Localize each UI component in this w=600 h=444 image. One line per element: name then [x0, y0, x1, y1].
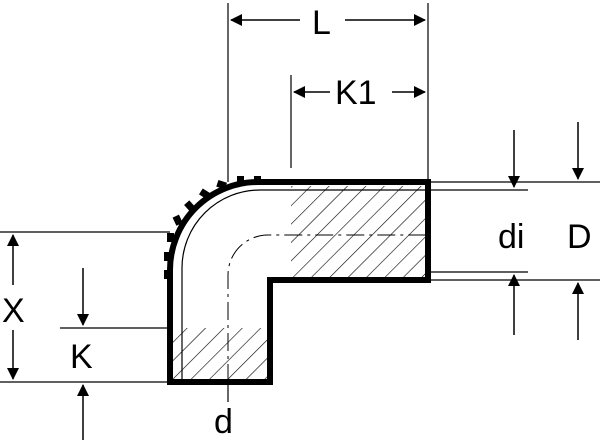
dimension-arrows	[6, 14, 584, 440]
elbow-outline	[167, 179, 431, 385]
label-K1: K1	[335, 74, 377, 112]
label-d: d	[214, 403, 233, 441]
inner-bore-line	[181, 189, 428, 382]
hatched-sections	[170, 186, 428, 382]
heating-coil-marks	[164, 176, 261, 279]
vertical-socket-hatch	[170, 328, 270, 382]
horizontal-socket-hatch	[291, 186, 428, 278]
label-X: X	[2, 292, 25, 330]
label-K: K	[70, 338, 93, 376]
label-di: di	[498, 218, 524, 256]
centerline	[227, 234, 428, 382]
label-D: D	[567, 218, 592, 256]
label-L: L	[312, 4, 331, 42]
dimension-labels: L K1 di D X K d	[2, 4, 592, 441]
